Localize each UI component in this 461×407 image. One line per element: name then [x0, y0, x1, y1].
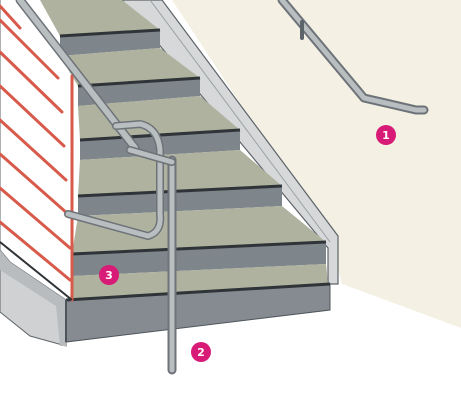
- baluster: [0, 18, 60, 80]
- tread: [78, 150, 282, 196]
- callout-2-label: 2: [197, 346, 205, 359]
- baluster: [0, 152, 70, 216]
- callout-1: 1: [376, 125, 396, 145]
- handrail-post: [126, 146, 177, 375]
- back-wall: [122, 0, 461, 328]
- callout-3: 3: [99, 265, 119, 285]
- callout-1-label: 1: [382, 129, 390, 142]
- callout-3-label: 3: [105, 269, 113, 282]
- baluster: [0, 4, 22, 30]
- wall-stringer: [121, 0, 339, 285]
- baluster: [0, 186, 72, 250]
- tread: [40, 0, 160, 36]
- tread: [60, 48, 200, 86]
- handrail: [64, 120, 165, 240]
- floor: [0, 284, 461, 407]
- stair-steps: [40, 0, 331, 343]
- tread: [70, 264, 328, 300]
- balustrade: [0, 4, 74, 302]
- callout-2: 2: [191, 342, 211, 362]
- baluster: [0, 118, 68, 182]
- baluster: [0, 84, 66, 148]
- wall-handrail: [277, 0, 429, 115]
- riser: [72, 242, 326, 276]
- baluster: [0, 50, 64, 114]
- riser: [60, 30, 160, 56]
- baluster: [0, 220, 72, 282]
- tread: [72, 206, 326, 254]
